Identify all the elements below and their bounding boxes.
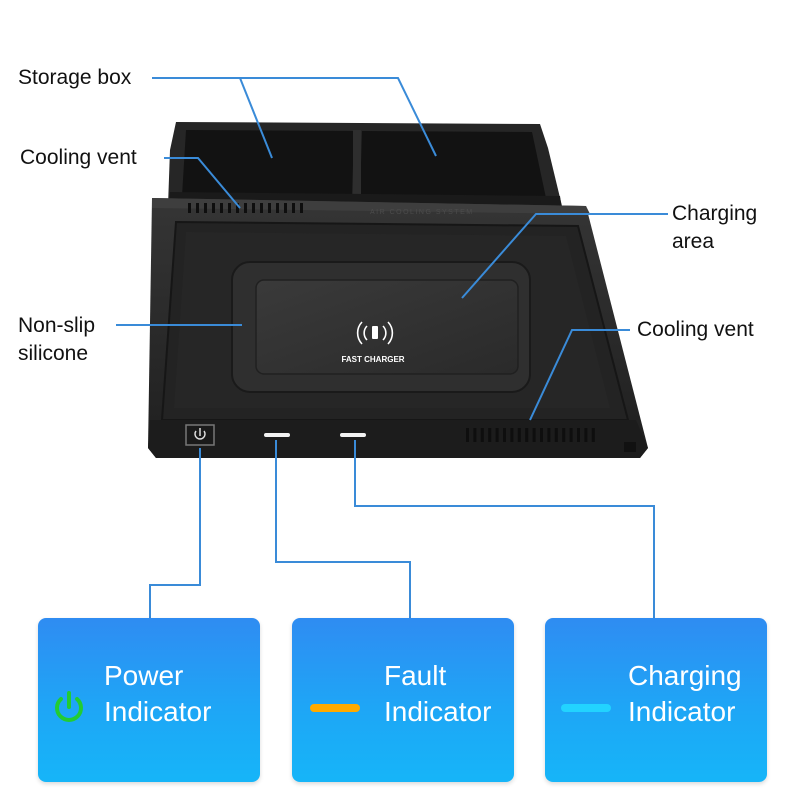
storage-box	[168, 122, 562, 210]
indicator-label-line2: Indicator	[104, 696, 212, 727]
callout-text: Non-slip	[18, 314, 96, 337]
vent-slot	[517, 428, 521, 442]
vent-slot	[196, 203, 199, 213]
vent-slot	[220, 203, 223, 213]
vent-slot	[547, 428, 551, 442]
callout-text: silicone	[18, 342, 89, 365]
indicator-label-line1: Fault	[384, 660, 447, 691]
vent-slot	[584, 428, 588, 442]
fault-indicator-panel: Fault Indicator	[292, 618, 514, 782]
callout-text: Storage box	[18, 66, 132, 89]
vent-slot	[244, 203, 247, 213]
vent-slot	[228, 203, 231, 213]
vent-slot	[577, 428, 580, 442]
power-indicator-panel: Power Indicator	[38, 618, 260, 782]
vent-slot	[300, 203, 303, 213]
wireless-charging-icon	[356, 321, 394, 345]
power-icon	[55, 691, 83, 722]
vent-slot	[495, 428, 499, 442]
fault-bar-icon	[310, 704, 360, 712]
vent-slot	[466, 428, 469, 442]
vent-slot	[204, 203, 207, 213]
cooling-vent-top	[188, 203, 303, 213]
vent-slot	[260, 203, 263, 213]
indicator-label: Power Indicator	[104, 658, 211, 730]
power-button[interactable]	[185, 424, 215, 446]
vent-slot	[268, 203, 271, 213]
vent-slot	[532, 428, 536, 442]
vent-slot	[292, 203, 295, 213]
callout-cooling-vent-top: Cooling vent	[20, 144, 137, 172]
indicator-label-line2: Indicator	[384, 696, 492, 727]
vent-slot	[473, 428, 477, 442]
charging-indicator-panel: Charging Indicator	[545, 618, 767, 782]
vent-slot	[276, 203, 279, 213]
leader-lines	[116, 77, 668, 618]
tray-print: AIR COOLING SYSTEM	[370, 209, 474, 216]
callout-storage-box: Storage box	[18, 64, 131, 92]
callout-non-slip-silicone: Non-slip silicone	[18, 312, 95, 368]
callout-text: area	[672, 230, 715, 253]
vent-slot	[188, 203, 191, 213]
vent-slot	[569, 428, 573, 442]
vent-slot	[236, 203, 239, 213]
vent-slot	[503, 428, 506, 442]
fault-led	[264, 433, 290, 437]
vent-slot	[480, 428, 484, 442]
charging-bar-icon	[561, 704, 611, 712]
vent-slot	[284, 203, 287, 213]
charging-led	[340, 433, 366, 437]
callout-text: Charging	[672, 202, 758, 225]
cooling-vent-front	[466, 428, 595, 442]
callout-charging-area: Charging area	[672, 200, 757, 256]
vent-slot	[212, 203, 215, 213]
indicator-label-line1: Power	[104, 660, 184, 691]
callout-text: Cooling vent	[637, 318, 754, 341]
vent-slot	[252, 203, 255, 213]
vent-slot	[525, 428, 529, 442]
vent-slot	[510, 428, 514, 442]
vent-slot	[562, 428, 566, 442]
callout-text: Cooling vent	[20, 146, 137, 169]
callout-cooling-vent-right: Cooling vent	[637, 316, 754, 344]
vent-slot	[554, 428, 558, 442]
vent-slot	[591, 428, 595, 442]
indicator-label-line2: Indicator	[628, 696, 736, 727]
vent-slot	[540, 428, 543, 442]
indicator-label: Fault Indicator	[384, 658, 491, 730]
pad-label: FAST CHARGER	[341, 355, 404, 364]
indicator-label-line1: Charging	[628, 660, 742, 691]
vent-slot	[488, 428, 492, 442]
indicator-label: Charging Indicator	[628, 658, 742, 730]
charging-pad	[231, 261, 531, 393]
